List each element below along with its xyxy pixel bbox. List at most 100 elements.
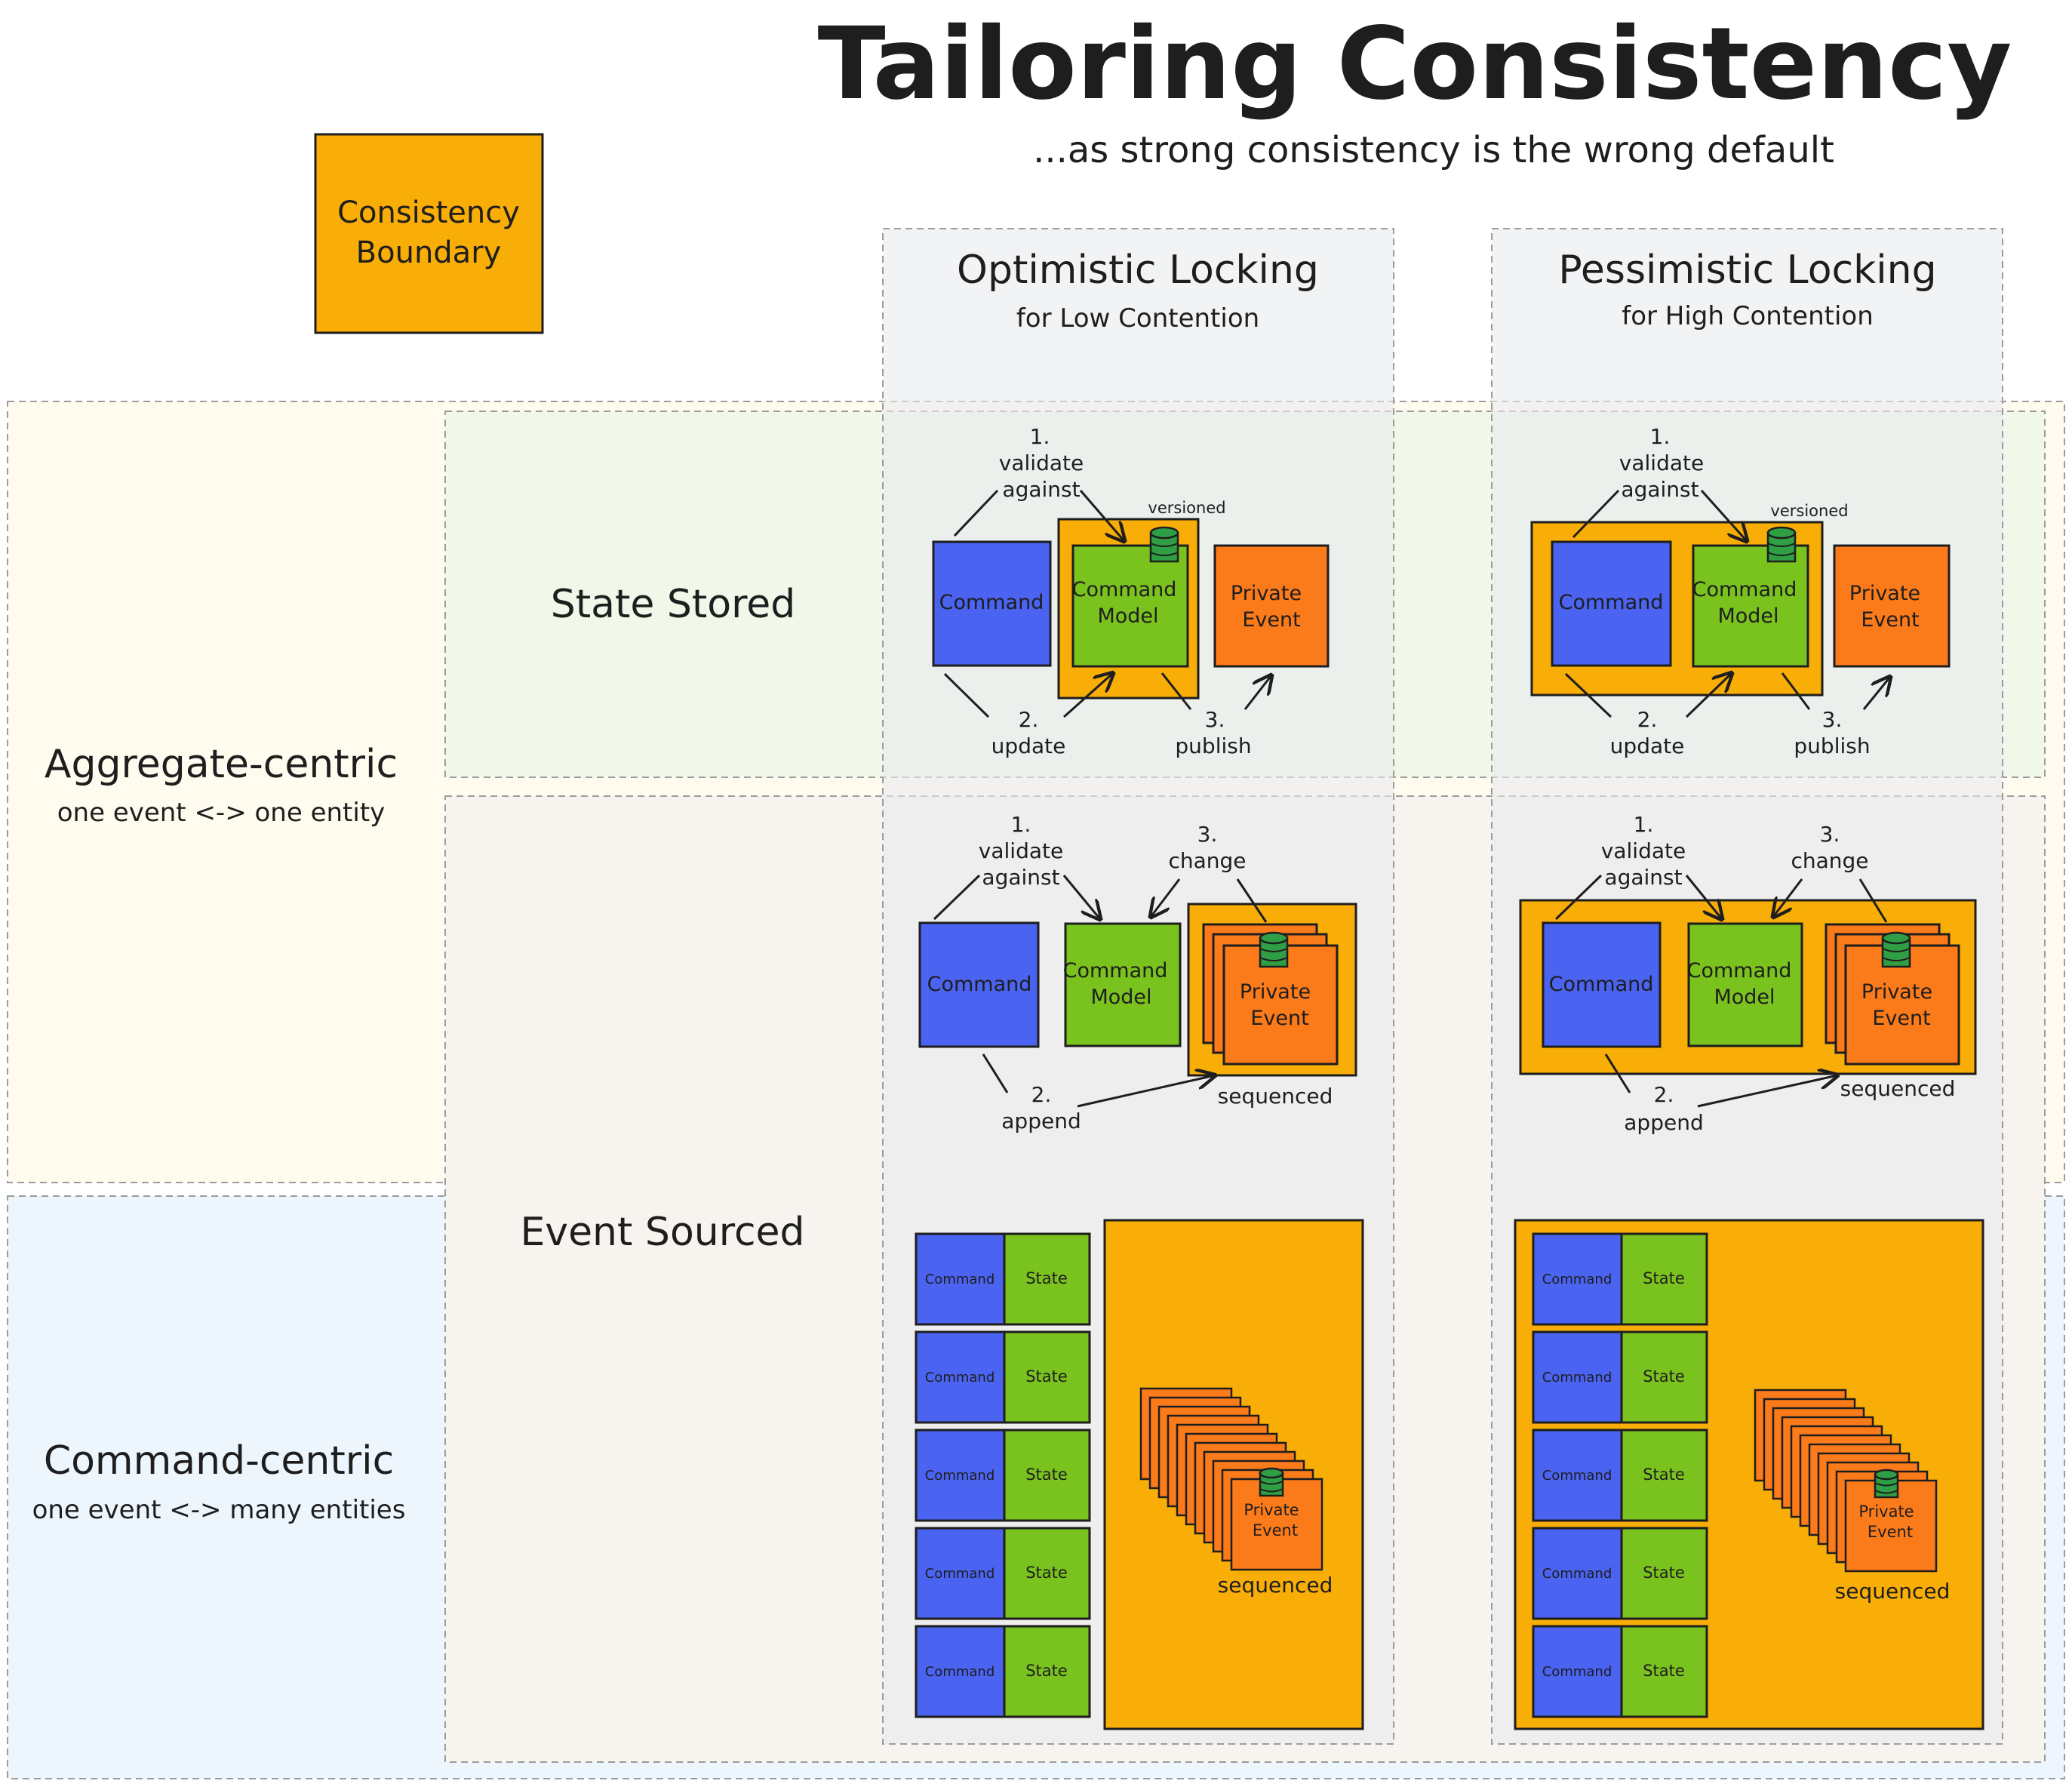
append-arrow <box>1077 1075 1215 1108</box>
sequenced-label: sequenced <box>1218 1084 1333 1109</box>
command-box <box>1551 540 1672 667</box>
state-box <box>1620 1429 1708 1522</box>
private-event-label-2: Event <box>1250 1007 1308 1030</box>
state-box <box>1003 1330 1091 1424</box>
step1-number: 1. <box>1634 812 1654 837</box>
aggregate-centric-title: Aggregate-centric <box>45 742 398 787</box>
step1-number: 1. <box>1011 812 1031 837</box>
step1-number: 1. <box>1030 424 1050 449</box>
append-arrow <box>1697 1075 1837 1108</box>
step3-change: change <box>1168 848 1246 873</box>
update-line <box>943 672 990 718</box>
optimistic-column-subtitle: for Low Contention <box>1016 303 1259 334</box>
private-event-label-2: Event <box>1868 1523 1913 1541</box>
step2-append: append <box>1001 1109 1081 1133</box>
step1-against: against <box>982 865 1059 890</box>
state-box-label: State <box>1025 1367 1068 1386</box>
command-box-label: Command <box>1542 1664 1612 1680</box>
step3-number: 3. <box>1197 822 1218 847</box>
step1-validate: validate <box>979 838 1063 863</box>
change-arrow <box>1773 878 1803 917</box>
pessimistic-column-title: Pessimistic Locking <box>1558 248 1936 293</box>
pessimistic-state-stored-cell: Command Command Model Private Event 1. v… <box>1530 424 1951 758</box>
step2-append: append <box>1624 1110 1703 1135</box>
database-icon <box>1259 931 1289 968</box>
update-arrow <box>1063 673 1113 718</box>
command-box-label: Command <box>925 1370 995 1386</box>
private-event-label-1: Private <box>1849 582 1920 605</box>
command-box-label: Command <box>1542 1370 1612 1386</box>
step2-number: 2. <box>1637 707 1658 732</box>
validate-line <box>953 489 999 537</box>
state-box-label: State <box>1643 1662 1685 1680</box>
step2-update: update <box>991 734 1066 758</box>
optimistic-state-stored-cell: Command Command Model Private Event 1. v… <box>932 424 1330 758</box>
command-box-label: Command <box>1542 1468 1612 1484</box>
state-box-label: State <box>1643 1564 1685 1582</box>
versioned-label: versioned <box>1148 499 1225 517</box>
optimistic-column-title: Optimistic Locking <box>957 248 1319 293</box>
step2-update: update <box>1610 734 1685 758</box>
validate-line <box>1554 874 1603 921</box>
database-icon <box>1874 1469 1899 1499</box>
private-event-label-2: Event <box>1242 608 1300 632</box>
command-model-box <box>1692 544 1809 668</box>
step1-against: against <box>1002 477 1080 502</box>
validate-arrow <box>1062 875 1100 919</box>
command-model-label-2: Model <box>1717 604 1778 628</box>
command-model-box <box>1071 544 1189 668</box>
diagram-title: Tailoring Consistency <box>818 6 2012 122</box>
legend-label-line1: Consistency <box>337 195 520 230</box>
step1-validate: validate <box>999 451 1084 475</box>
state-box <box>1620 1625 1708 1718</box>
state-box-label: State <box>1025 1662 1068 1680</box>
step2-number: 2. <box>1019 707 1039 732</box>
private-event-label-1: Private <box>1858 1502 1914 1521</box>
state-box-label: State <box>1025 1564 1068 1582</box>
validate-arrow <box>1700 489 1747 541</box>
step1-validate: validate <box>1619 451 1704 475</box>
sequenced-label: sequenced <box>1840 1076 1956 1101</box>
step3-publish: publish <box>1794 734 1870 758</box>
command-box-label: Command <box>1542 1272 1612 1287</box>
step3-number: 3. <box>1822 707 1843 732</box>
state-box-label: State <box>1643 1367 1685 1386</box>
state-box <box>1003 1527 1091 1620</box>
private-event-label-2: Event <box>1861 608 1919 632</box>
update-line <box>1564 672 1612 718</box>
step1-against: against <box>1621 477 1698 502</box>
command-box <box>915 1527 1006 1620</box>
command-box <box>918 921 1040 1048</box>
private-event-box <box>1833 544 1951 668</box>
command-model-label-1: Command <box>1687 959 1792 983</box>
event-stack <box>1754 1389 1938 1573</box>
state-box <box>1620 1330 1708 1424</box>
command-box <box>915 1330 1006 1424</box>
database-icon <box>1149 526 1179 563</box>
database-icon <box>1259 1467 1284 1497</box>
publish-line <box>1781 672 1811 710</box>
command-box <box>915 1625 1006 1718</box>
append-line <box>982 1053 1009 1093</box>
database-icon <box>1881 931 1911 968</box>
publish-arrow <box>1244 675 1271 710</box>
validate-arrow <box>1079 490 1124 541</box>
private-event-label-1: Private <box>1231 582 1302 605</box>
command-box <box>1532 1625 1623 1718</box>
legend-label-line2: Boundary <box>356 235 502 270</box>
state-stored-title: State Stored <box>551 582 796 627</box>
step1-against: against <box>1604 865 1682 890</box>
validate-arrow <box>1685 875 1722 919</box>
command-centric-title: Command-centric <box>44 1438 394 1484</box>
update-arrow <box>1685 673 1732 718</box>
state-box <box>1003 1429 1091 1522</box>
state-box-label: State <box>1025 1466 1068 1484</box>
command-box <box>932 540 1052 667</box>
command-model-label-1: Command <box>1692 578 1797 601</box>
versioned-label: versioned <box>1770 502 1848 520</box>
aggregate-centric-subtitle: one event <-> one entity <box>57 798 386 828</box>
publish-line <box>1161 672 1192 710</box>
command-model-label-1: Command <box>1072 578 1177 601</box>
step3-number: 3. <box>1205 707 1225 732</box>
